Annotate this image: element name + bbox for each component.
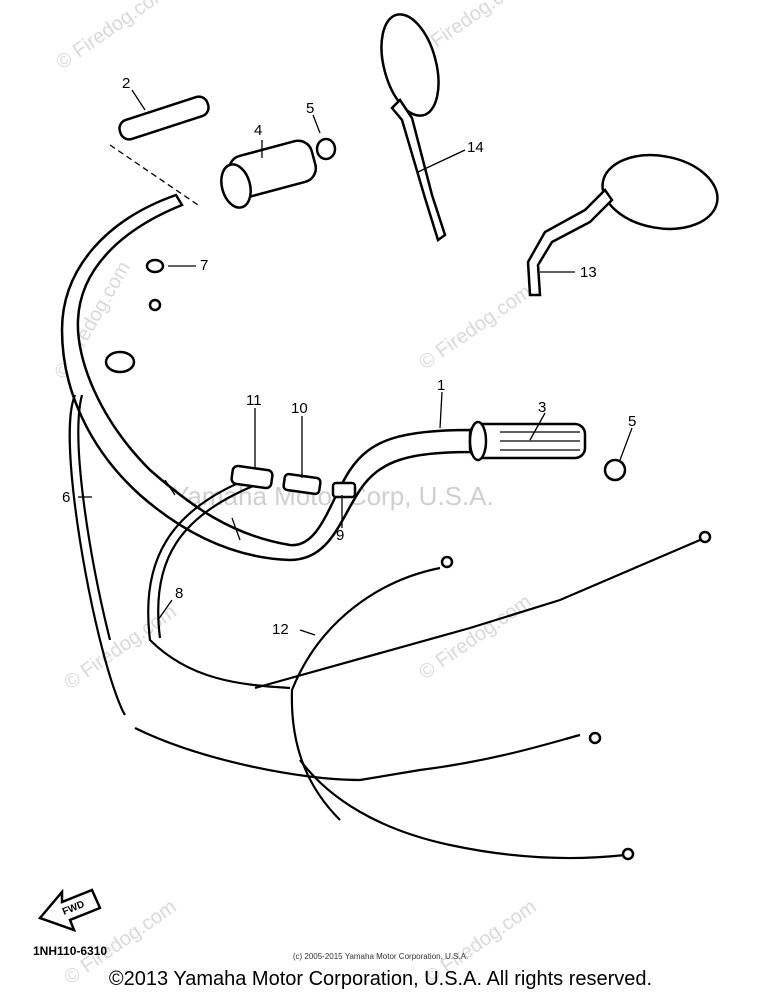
callout-3: 3 [538, 399, 546, 416]
cables [68, 394, 712, 861]
callout-12: 12 [272, 621, 289, 638]
callout-8: 8 [175, 585, 183, 602]
throttle-grip [220, 137, 337, 209]
callout-14: 14 [467, 139, 484, 156]
callout-11: 11 [246, 392, 262, 409]
callout-13: 13 [580, 264, 597, 281]
small-copyright: (c) 2005-2015 Yamaha Motor Corporation, … [292, 952, 469, 961]
fwd-arrow: FWD [37, 888, 102, 933]
watermark-firedog: © Firedog.com [52, 0, 172, 74]
leader-lines [78, 89, 633, 636]
callout-1: 1 [437, 377, 445, 394]
callout-10: 10 [291, 400, 308, 417]
mirror-right [526, 153, 719, 297]
diagram-code: 1NH110-6310 [33, 944, 108, 958]
callout-numbers: 2 4 5 14 13 1 3 5 11 10 9 7 6 8 12 [62, 75, 636, 638]
callout-5: 5 [306, 100, 314, 117]
bar-end [109, 95, 210, 206]
callout-7: 7 [200, 257, 208, 274]
callout-6: 6 [62, 489, 70, 506]
small-parts [104, 258, 357, 499]
grip-right [468, 420, 627, 482]
copyright-footer: ©2013 Yamaha Motor Corporation, U.S.A. A… [108, 968, 653, 990]
mirror-left [380, 13, 447, 243]
callout-4: 4 [254, 122, 262, 139]
watermark-firedog: © Firedog.com [415, 281, 535, 374]
callout-2: 2 [122, 75, 130, 92]
callout-9: 9 [336, 527, 344, 544]
callout-5b: 5 [628, 413, 636, 430]
